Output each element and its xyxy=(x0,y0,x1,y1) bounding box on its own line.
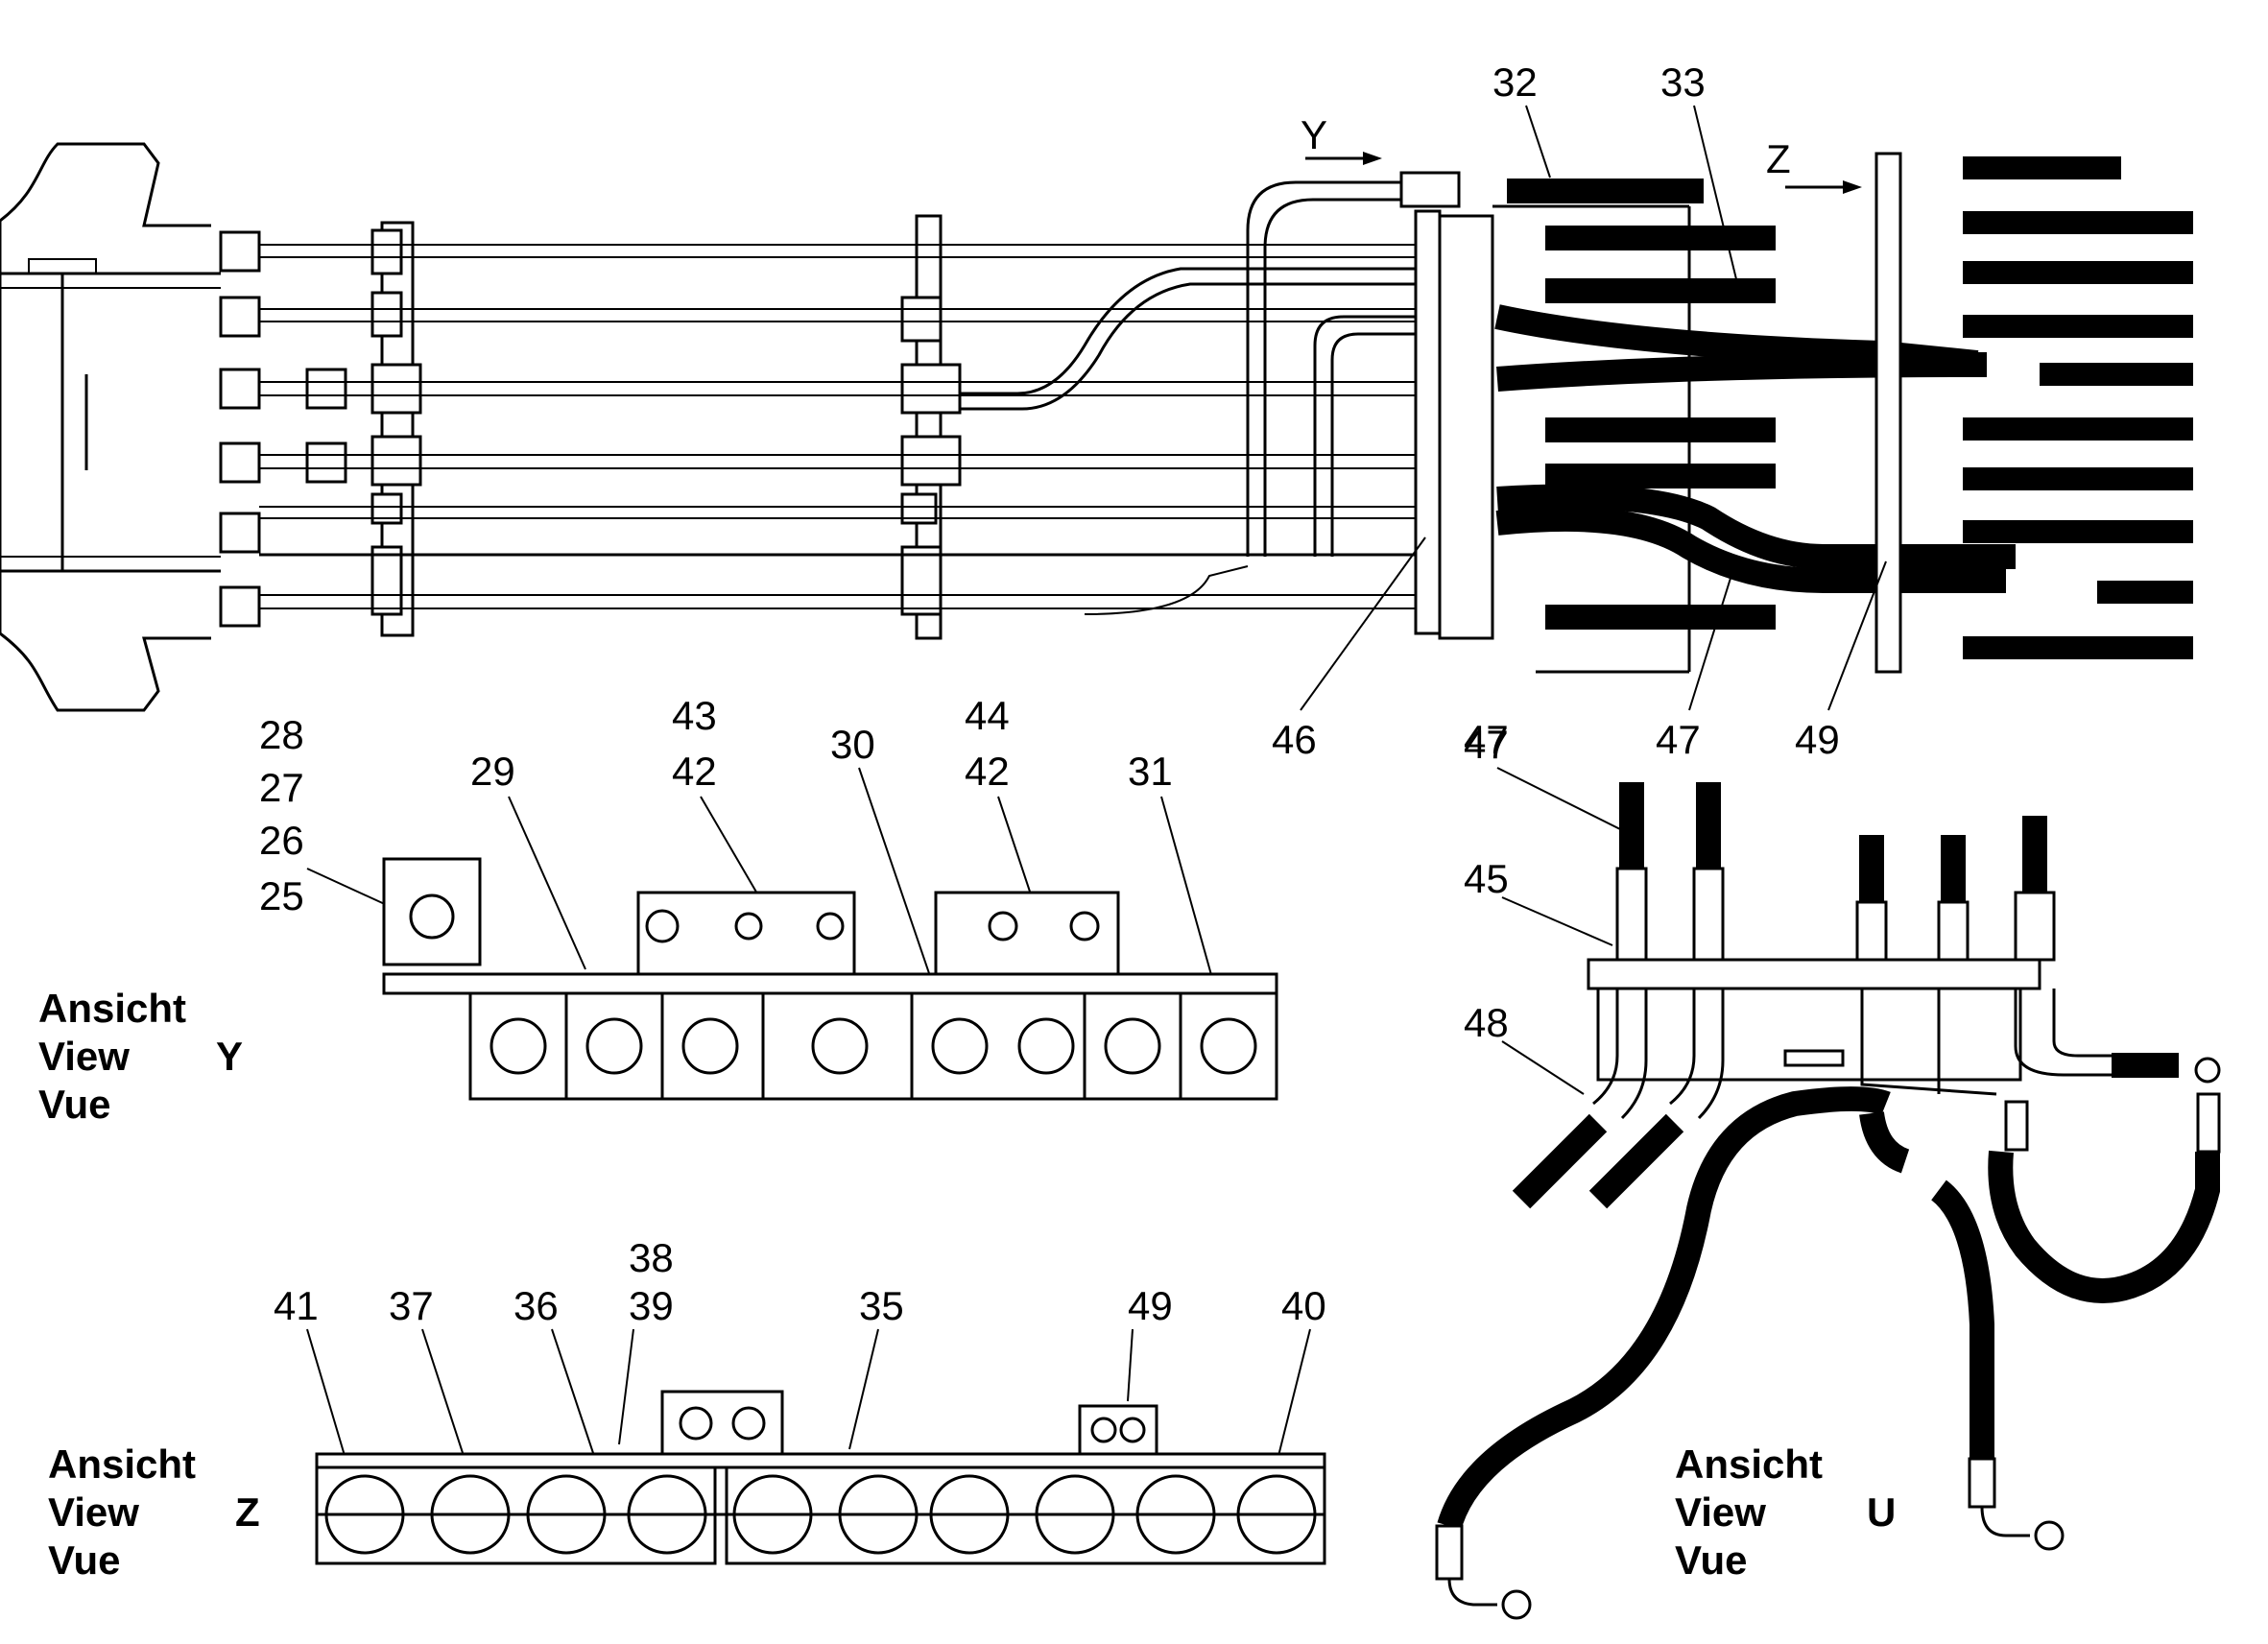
view-z-label-letter: Z xyxy=(235,1489,260,1535)
view-y-callout-25: 25 xyxy=(259,873,304,918)
view-y-callout-30: 30 xyxy=(830,722,875,767)
view-y-callout-28: 28 xyxy=(259,712,304,757)
view-z-callout-41: 41 xyxy=(274,1283,319,1328)
view-y-label-letter: Y xyxy=(216,1034,243,1079)
view-y-callout-29: 29 xyxy=(470,749,515,794)
view-z: 41 37 36 38 39 35 49 40 Ansicht xyxy=(48,1235,1326,1583)
view-y: 28 27 26 25 29 43 42 30 44 42 31 xyxy=(38,693,1278,1127)
view-u-label-ansicht: Ansicht xyxy=(1675,1441,1823,1487)
y-arrow-label: Y xyxy=(1301,112,1327,157)
top-assembly: Y Z 32 33 46 47 47 49 xyxy=(0,60,2193,762)
view-u-label-vue: Vue xyxy=(1675,1537,1747,1583)
y-arrowhead xyxy=(1363,152,1382,165)
base-frame xyxy=(0,142,221,712)
view-u-callout-45: 45 xyxy=(1464,856,1509,901)
callout-47-right: 47 xyxy=(1656,717,1701,762)
view-y-callout-31: 31 xyxy=(1128,749,1173,794)
view-y-label-ansicht: Ansicht xyxy=(38,986,186,1031)
clamp-row-middle xyxy=(900,214,962,640)
z-arrowhead xyxy=(1843,180,1862,194)
view-y-label-view: View xyxy=(38,1034,130,1079)
view-z-label-ansicht: Ansicht xyxy=(48,1441,196,1487)
callout-33: 33 xyxy=(1660,60,1706,105)
view-y-callout-43: 43 xyxy=(672,693,717,738)
view-y-callout-44: 44 xyxy=(965,693,1010,738)
z-clamp-bar xyxy=(1874,152,2193,674)
clamp-row-left xyxy=(370,221,422,637)
view-z-label-vue: Vue xyxy=(48,1537,120,1583)
callout-32: 32 xyxy=(1492,60,1538,105)
view-u-callout-48: 48 xyxy=(1464,1000,1509,1045)
view-z-callout-40: 40 xyxy=(1281,1283,1326,1328)
z-arrow-label: Z xyxy=(1766,136,1791,181)
view-z-callout-38: 38 xyxy=(629,1235,674,1280)
view-z-callout-39: 39 xyxy=(629,1283,674,1328)
pipe-bundle xyxy=(259,180,1430,615)
view-z-callout-36: 36 xyxy=(513,1283,559,1328)
view-y-label-vue: Vue xyxy=(38,1082,110,1127)
view-z-label-view: View xyxy=(48,1489,139,1535)
view-u-label-letter: U xyxy=(1867,1489,1896,1535)
view-y-callout-27: 27 xyxy=(259,765,304,810)
callout-47-left: 47 xyxy=(1464,717,1509,762)
view-y-callout-42-left: 42 xyxy=(672,749,717,794)
left-fittings xyxy=(219,230,347,628)
view-u-label-view: View xyxy=(1675,1489,1766,1535)
view-z-callout-49: 49 xyxy=(1128,1283,1173,1328)
view-z-callout-37: 37 xyxy=(389,1283,434,1328)
view-u: 47 45 48 xyxy=(1435,722,2221,1620)
view-y-callout-42-right: 42 xyxy=(965,749,1010,794)
callout-49-top: 49 xyxy=(1795,717,1840,762)
callout-46: 46 xyxy=(1272,717,1317,762)
view-z-callout-35: 35 xyxy=(859,1283,904,1328)
view-u-callout-47: 47 xyxy=(1464,722,1509,767)
view-y-callout-26: 26 xyxy=(259,818,304,863)
hose-stubs xyxy=(1494,179,2016,630)
